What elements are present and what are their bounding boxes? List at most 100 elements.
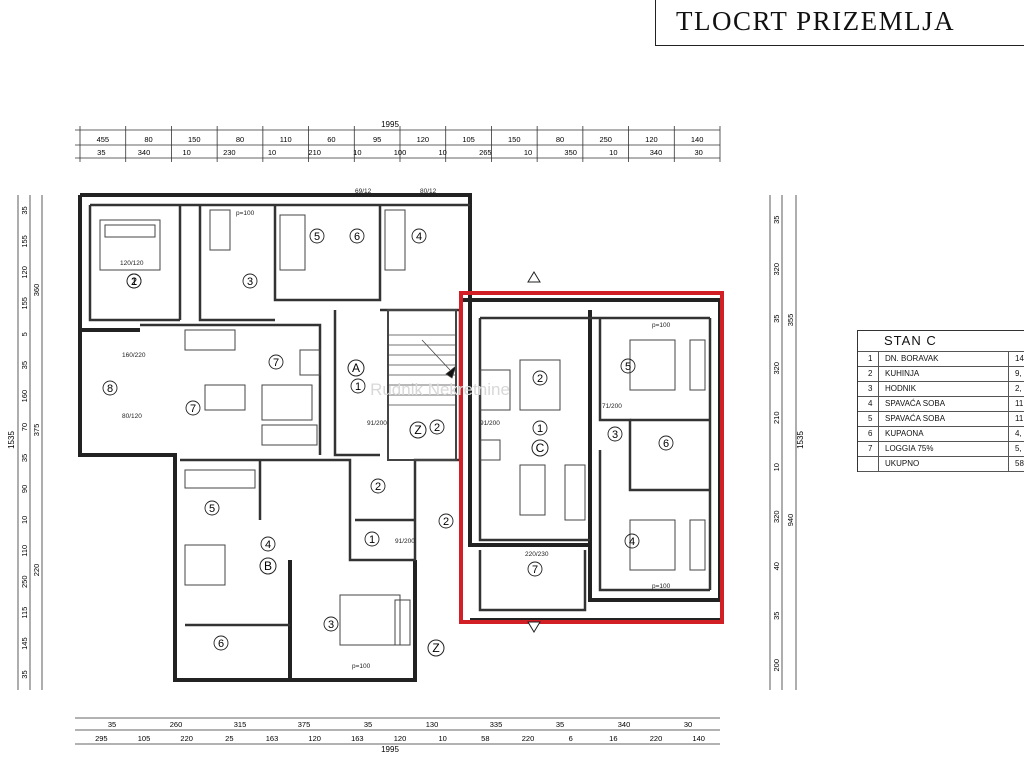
door-label-p100-3: p=100 — [652, 583, 671, 590]
apartment-b-label: B — [264, 559, 272, 573]
top-dim-label: 10 — [438, 148, 446, 157]
bottom-dim-label: 335 — [490, 720, 503, 729]
section-markers — [527, 271, 541, 633]
right-dim-label: 10 — [772, 463, 781, 471]
bottom-dim-label: 58 — [481, 734, 489, 743]
bottom-dim-label: 35 — [556, 720, 564, 729]
door-label-220-230: 220/230 — [525, 551, 549, 558]
top-dim-label: 150 — [188, 135, 201, 144]
right-dim-label: 35 — [772, 216, 781, 224]
room-number: 4 — [416, 231, 422, 243]
bottom-dim-label: 220 — [522, 734, 535, 743]
bottom-total-dim: 1995 — [381, 745, 399, 754]
top-dim-label: 35 — [97, 148, 105, 157]
room-number: 2 — [131, 276, 137, 288]
room-number: 2 — [537, 373, 543, 385]
bottom-dim-label: 6 — [569, 734, 573, 743]
room-number-circle — [370, 478, 386, 494]
top-dim-label: 230 — [223, 148, 236, 157]
room-number-circle — [350, 378, 366, 394]
top-dim-label: 350 — [564, 148, 577, 157]
bottom-dim-label: 163 — [351, 734, 364, 743]
top-dim-label: 60 — [327, 135, 335, 144]
room-number-circle — [532, 370, 548, 386]
room-number-circle — [323, 616, 339, 632]
top-dim-label: 140 — [691, 135, 704, 144]
apartment-c-label: C — [536, 441, 545, 455]
left-dim-label: 35 — [20, 361, 29, 369]
top-dim-label: 30 — [694, 148, 702, 157]
legend-row-number: 4 — [868, 399, 873, 408]
apartment-marks: A B C Z Z — [259, 359, 549, 657]
right-dim-label: 940 — [786, 514, 795, 527]
left-dim-label: 120 — [20, 266, 29, 279]
room-number-circle — [658, 435, 674, 451]
room-number: 4 — [265, 539, 271, 551]
room-number: 7 — [190, 403, 196, 415]
room-number: 7 — [273, 357, 279, 369]
top-dim-label: 10 — [524, 148, 532, 157]
right-dim-label: 35 — [772, 315, 781, 323]
top-dim-label: 120 — [645, 135, 658, 144]
door-label-69-12: 69/12 — [355, 188, 372, 195]
room-number: 6 — [354, 231, 360, 243]
room-number-circle — [411, 228, 427, 244]
bottom-dim-label: 130 — [426, 720, 439, 729]
legend-row-name: KUHINJA — [885, 369, 920, 378]
left-dim-label: 155 — [20, 235, 29, 248]
top-dim-label: 265 — [479, 148, 492, 157]
top-dim-label: 120 — [417, 135, 430, 144]
legend-row-area: 11, — [1015, 399, 1024, 408]
room-number-circle — [102, 380, 118, 396]
legend-title: STAN C — [857, 330, 1024, 351]
room-number: 2 — [375, 481, 381, 493]
left-dim-label: 160 — [20, 390, 29, 403]
left-dim-label: 110 — [20, 545, 29, 557]
top-dim-label: 10 — [353, 148, 361, 157]
room-number-circle — [532, 420, 548, 436]
door-labels: p=100 p=100 p=100 p=100 91/200 91/200 91… — [120, 188, 671, 670]
bottom-dim-label: 260 — [170, 720, 183, 729]
left-dim-label: 90 — [20, 485, 29, 493]
top-dim-label: 10 — [609, 148, 617, 157]
right-dim-label: 320 — [772, 263, 781, 276]
right-dim-label: 210 — [772, 411, 781, 424]
legend-rows: 1DN. BORAVAK14,2KUHINJA9,3HODNIK2,4SPAVA… — [857, 351, 1024, 472]
room-number: 2 — [443, 516, 449, 528]
room-number: 1 — [355, 381, 361, 393]
bottom-dim-label: 35 — [108, 720, 116, 729]
room-number-circle — [620, 358, 636, 374]
top-dim-label: 250 — [599, 135, 612, 144]
top-dim-label: 455 — [97, 135, 110, 144]
door-label-p100: p=100 — [236, 210, 255, 217]
legend-row-area: 14, — [1015, 354, 1024, 363]
top-dim-label: 150 — [508, 135, 521, 144]
door-label-91-200-3: 91/200 — [395, 538, 415, 545]
bottom-dim-label: 120 — [394, 734, 407, 743]
right-dim-label: 320 — [772, 510, 781, 523]
door-label-p100-4: p=100 — [352, 663, 371, 670]
top-dim-label: 80 — [144, 135, 152, 144]
bottom-dim-label: 35 — [364, 720, 372, 729]
door-label-p100-2: p=100 — [652, 322, 671, 329]
left-dim-label: 35 — [20, 670, 29, 678]
left-dim-label: 35 — [20, 206, 29, 214]
stairs — [387, 309, 457, 461]
left-dim-label: 360 — [32, 284, 41, 297]
legend-row-area: 11, — [1015, 414, 1024, 423]
room-number: 1 — [369, 534, 375, 546]
right-dim-label: 40 — [772, 562, 781, 570]
top-dim-label: 100 — [394, 148, 407, 157]
room-number-circle — [364, 531, 380, 547]
legend-row-area: 2, — [1015, 384, 1022, 393]
legend-row-name: KUPAONA — [885, 429, 924, 438]
bottom-dim-label: 220 — [180, 734, 193, 743]
top-dim-label: 340 — [650, 148, 663, 157]
top-dim-label: 10 — [182, 148, 190, 157]
